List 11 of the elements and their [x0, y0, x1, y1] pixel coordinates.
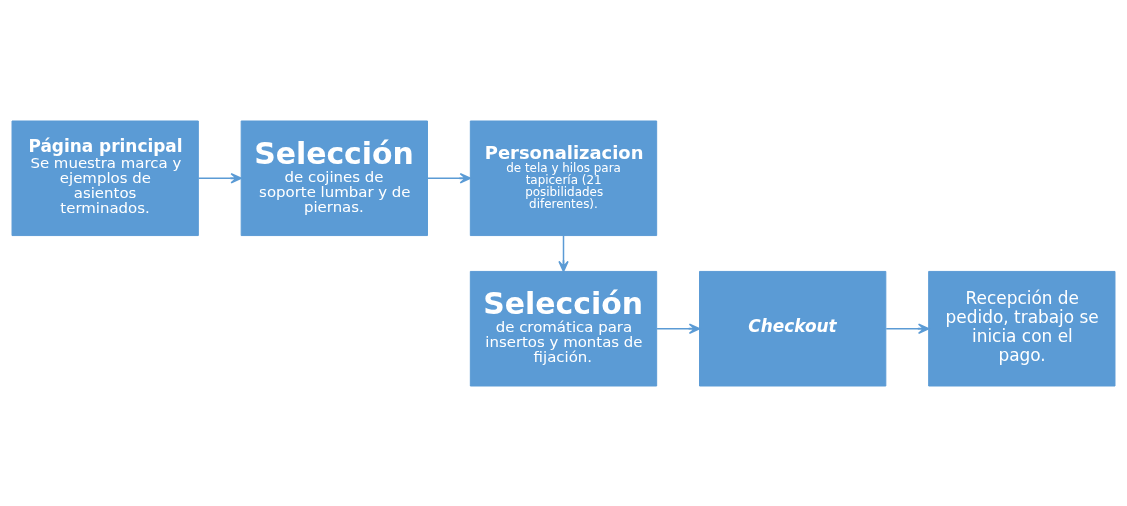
node-box: Selección de cromática para insertos y montas de fijación.	[469, 270, 658, 386]
arrow	[656, 323, 701, 334]
arrow	[198, 172, 242, 183]
arrow	[558, 234, 569, 272]
arrow	[885, 323, 930, 334]
node-box: Checkout	[699, 270, 887, 386]
arrow	[427, 172, 471, 183]
node-box: Recepción de pedido, trabajo se inicia con el pago.	[928, 270, 1116, 386]
node-box: Personalizacion de tela y hilos para tapicería (21 posibilidades diferentes).	[469, 120, 658, 236]
node-box: Selección de cojines de soporte lumbar y de piernas.	[240, 120, 428, 236]
node-box: Página principal Se muestra marca y ejemplos de asientos terminados.	[11, 120, 199, 236]
